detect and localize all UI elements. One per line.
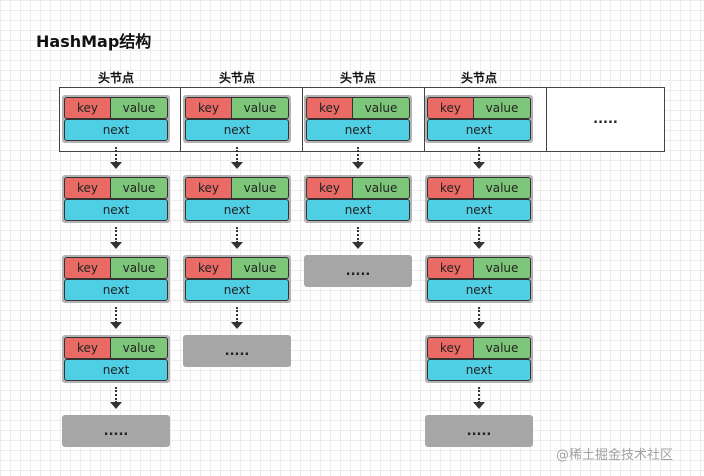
node-value-cell: value (473, 177, 531, 199)
node-key-cell: key (185, 177, 232, 199)
next-pointer-arrow (352, 227, 364, 249)
bucket-divider (424, 87, 425, 152)
next-pointer-arrow (231, 147, 243, 169)
node-key-cell: key (64, 177, 111, 199)
node-key-cell: key (185, 97, 232, 119)
node-next-cell: next (427, 119, 531, 141)
next-pointer-arrow (110, 227, 122, 249)
node-key-cell: key (427, 97, 474, 119)
node-value-cell: value (110, 97, 168, 119)
diagram-title: HashMap结构 (36, 32, 152, 51)
node-key-cell: key (306, 97, 353, 119)
node-value-cell: value (473, 337, 531, 359)
bucket-divider (546, 87, 547, 152)
node-key-cell: key (427, 337, 474, 359)
node-next-cell: next (427, 359, 531, 381)
node-next-cell: next (306, 119, 410, 141)
node-next-cell: next (64, 279, 168, 301)
next-pointer-arrow (231, 307, 243, 329)
node-key-cell: key (427, 177, 474, 199)
head-node-label: 头节点 (339, 71, 376, 85)
node-next-cell: next (64, 359, 168, 381)
chain-ellipsis-box: ..... (183, 335, 291, 367)
next-pointer-arrow (473, 147, 485, 169)
node-key-cell: key (306, 177, 353, 199)
node-value-cell: value (231, 257, 289, 279)
node-next-cell: next (64, 199, 168, 221)
node-value-cell: value (110, 337, 168, 359)
node-value-cell: value (231, 177, 289, 199)
watermark: @稀土掘金技术社区 (556, 448, 674, 463)
node-value-cell: value (473, 257, 531, 279)
node-next-cell: next (427, 199, 531, 221)
head-node-label: 头节点 (97, 71, 134, 85)
node-next-cell: next (64, 119, 168, 141)
next-pointer-arrow (110, 307, 122, 329)
node-key-cell: key (64, 97, 111, 119)
head-node-label: 头节点 (460, 71, 497, 85)
node-key-cell: key (427, 257, 474, 279)
head-node-label: 头节点 (218, 71, 255, 85)
next-pointer-arrow (473, 387, 485, 409)
node-next-cell: next (427, 279, 531, 301)
next-pointer-arrow (473, 227, 485, 249)
next-pointer-arrow (110, 387, 122, 409)
bucket-divider (302, 87, 303, 152)
array-ellipsis: ..... (593, 112, 618, 127)
node-value-cell: value (352, 177, 410, 199)
node-next-cell: next (185, 279, 289, 301)
node-next-cell: next (185, 119, 289, 141)
next-pointer-arrow (231, 227, 243, 249)
node-value-cell: value (352, 97, 410, 119)
node-next-cell: next (306, 199, 410, 221)
node-key-cell: key (185, 257, 232, 279)
next-pointer-arrow (473, 307, 485, 329)
node-key-cell: key (64, 337, 111, 359)
next-pointer-arrow (110, 147, 122, 169)
node-value-cell: value (231, 97, 289, 119)
chain-ellipsis-box: ..... (304, 255, 412, 287)
chain-ellipsis-box: ..... (62, 415, 170, 447)
next-pointer-arrow (352, 147, 364, 169)
node-value-cell: value (473, 97, 531, 119)
node-value-cell: value (110, 177, 168, 199)
chain-ellipsis-box: ..... (425, 415, 533, 447)
node-value-cell: value (110, 257, 168, 279)
node-next-cell: next (185, 199, 289, 221)
bucket-divider (180, 87, 181, 152)
node-key-cell: key (64, 257, 111, 279)
